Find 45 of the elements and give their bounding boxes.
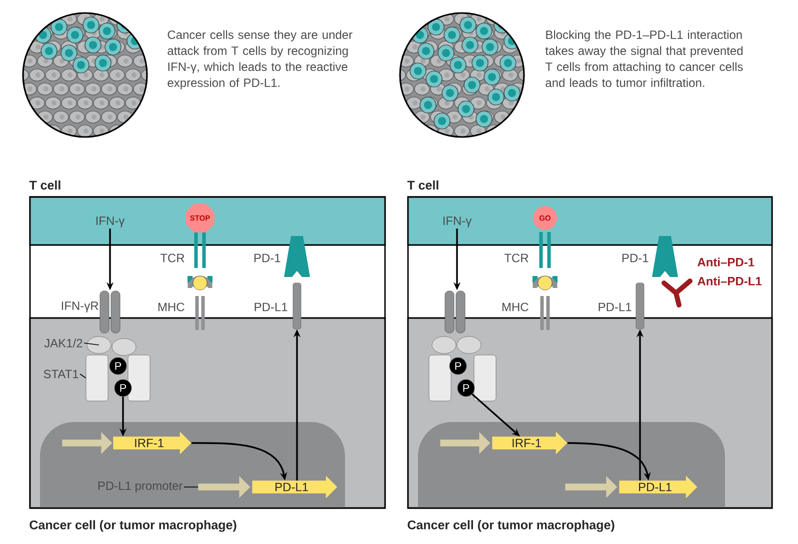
stat-box (86, 354, 108, 402)
promoter-segment (62, 432, 112, 454)
text-label: STAT1 (44, 370, 78, 378)
leader-line (84, 342, 100, 346)
receptor-drawing (100, 290, 120, 334)
gene-segment: IRF-1 (492, 432, 568, 454)
promoter-segment (198, 476, 250, 498)
protein-ellipse (456, 336, 482, 354)
stat-box (128, 354, 150, 402)
protein-label: MHC (158, 302, 184, 312)
description-text: Blocking the PD-1–PD-L1 interaction takes away the signal that prevented T cells from attaching to cancer cells and leads to tumor infiltration. (545, 30, 743, 87)
description-text: Cancer cells sense they are under attack from T cells by recognizing IFN-γ, which leads to the reactive expression of PD-L1. (168, 30, 352, 90)
promoter-segment (440, 432, 490, 454)
promoter-segment (565, 476, 618, 498)
protein-label: PD-1 (254, 254, 280, 262)
protein-label: TCR (160, 254, 184, 262)
protein-ellipse (112, 338, 136, 356)
protein-bar (636, 282, 644, 330)
gene-segment: IRF-1 (113, 432, 192, 454)
leader-line (80, 374, 86, 378)
leader-line (184, 486, 198, 488)
text-label: IFN-γ (443, 216, 472, 228)
text-label: PD-L1 promoter (98, 482, 183, 492)
text-label: IFN-γ (96, 216, 125, 228)
protein-label: PD-L1 (598, 302, 632, 312)
stat-box (474, 354, 496, 402)
protein-label: PD-L1 (254, 302, 288, 312)
gene-segment: PD-L1 (619, 476, 698, 498)
protein-label: Anti–PD-1 (698, 258, 754, 266)
node-label: T cell (407, 180, 438, 190)
node-label: T cell (29, 180, 60, 190)
text-label: JAK1/2 (44, 338, 82, 348)
receptor-drawing (444, 290, 466, 334)
protein-label: TCR (504, 254, 528, 262)
protein-label: MHC (502, 302, 528, 312)
protein-ellipse (86, 336, 112, 354)
node-label: Cancer cell (or tumor macrophage) (408, 520, 614, 532)
protein-label: IFN-γR (62, 302, 98, 312)
node-label: Cancer cell (or tumor macrophage) (30, 520, 236, 532)
protein-label: Anti–PD-L1 (698, 276, 762, 286)
stat-box (428, 354, 452, 402)
protein-ellipse (432, 336, 456, 354)
protein-bar (292, 282, 302, 330)
protein-label: PD-1 (622, 254, 648, 262)
gene-segment: PD-L1 (252, 476, 338, 498)
